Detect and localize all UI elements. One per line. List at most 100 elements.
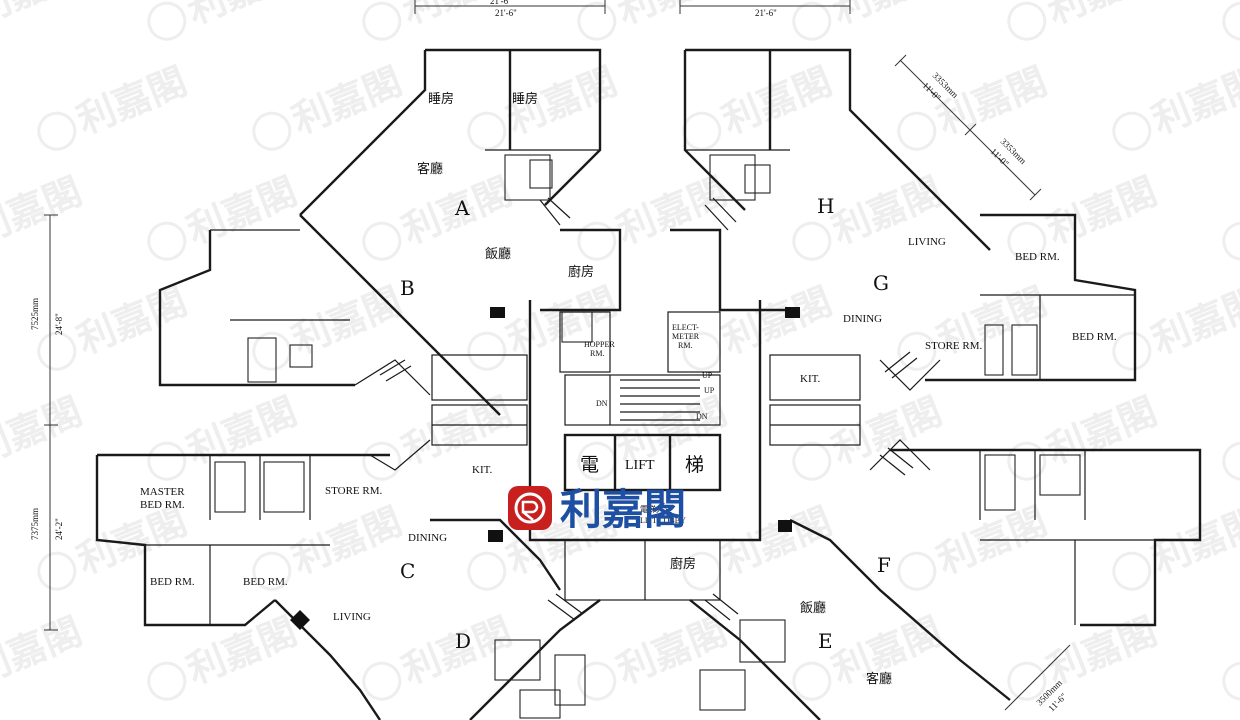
- watermark-tile: 利嘉閣: [577, 0, 733, 41]
- unit-g-kit: KIT.: [800, 373, 821, 385]
- watermark-tile: 利嘉閣: [1007, 608, 1163, 701]
- watermark-tile: 利嘉閣: [792, 608, 948, 701]
- watermark-tile: 利嘉閣: [1112, 278, 1240, 371]
- watermark-mark-icon: [1007, 221, 1047, 261]
- unit-c-kit: KIT.: [472, 464, 493, 476]
- unit-c-bed2: BED RM.: [243, 576, 288, 588]
- unit-a-kitchen: 廚房: [568, 264, 594, 280]
- unit-d-letter: D: [455, 629, 471, 653]
- watermark-mark-icon: [147, 1, 187, 41]
- central-core: [431, 300, 861, 601]
- watermark-tile: 利嘉閣: [1112, 58, 1240, 151]
- unit-f-walls: [869, 439, 1202, 627]
- lift-right-label: 梯: [685, 454, 704, 476]
- watermark-text: 利嘉閣: [610, 0, 733, 33]
- watermark-mark-icon: [1112, 551, 1152, 591]
- brand-logo: 利嘉閣: [508, 485, 686, 534]
- unit-c-master-bed: BED RM.: [140, 499, 185, 511]
- unit-c-bed1: BED RM.: [150, 576, 195, 588]
- watermark-text: 利嘉閣: [1040, 0, 1163, 33]
- unit-g-living: LIVING: [908, 236, 946, 248]
- watermark-mark-icon: [577, 441, 617, 481]
- unit-e-dining: 飯廳: [800, 600, 826, 616]
- watermark-text: 利嘉閣: [715, 58, 838, 142]
- watermark-tile: 利嘉閣: [577, 168, 733, 261]
- hopper-room-label-2: RM.: [590, 349, 604, 358]
- dimension-lines: [44, 0, 1071, 711]
- stair-up-2: UP: [704, 386, 715, 395]
- unit-b-letter: B: [400, 276, 415, 300]
- watermark-text: 利嘉閣: [1145, 58, 1240, 142]
- unit-a-dining: 飯廳: [485, 246, 511, 262]
- watermark-mark-icon: [1112, 111, 1152, 151]
- watermark-tile: 利嘉閣: [1222, 661, 1240, 701]
- unit-e-living: 客廳: [866, 671, 892, 687]
- elect-room-label-2: METER: [672, 332, 700, 341]
- unit-c-walls: [95, 439, 431, 720]
- watermark-mark-icon: [897, 551, 937, 591]
- watermark-tile: 利嘉閣: [147, 608, 303, 701]
- watermark-mark-icon: [577, 221, 617, 261]
- watermark-mark-icon: [37, 551, 77, 591]
- watermark-tile: 利嘉閣: [792, 0, 948, 41]
- unit-h-walls: [670, 48, 991, 318]
- watermark-mark-icon: [897, 111, 937, 151]
- unit-a-walls: [299, 48, 622, 416]
- unit-e-walls: [689, 518, 1011, 720]
- dim-left-upper-mm: 7525mm: [30, 298, 40, 330]
- watermark-mark-icon: [792, 661, 832, 701]
- dim-left-upper-ft: 24'-8": [54, 313, 64, 335]
- watermark-tile: 利嘉閣: [1222, 1, 1240, 41]
- unit-g-bed2: BED RM.: [1072, 331, 1117, 343]
- watermark-mark-icon: [467, 111, 507, 151]
- dim-left-lower-ft: 24'-2": [54, 518, 64, 540]
- elect-room-label: ELECT-: [672, 323, 699, 332]
- stair-dn-1: DN: [596, 399, 608, 408]
- unit-d-kitchen: 廚房: [670, 556, 696, 572]
- watermark-tile: 利嘉閣: [0, 388, 88, 472]
- watermark-mark-icon: [1222, 441, 1240, 481]
- watermark-text: 利嘉閣: [0, 388, 88, 472]
- watermark-tile: 利嘉閣: [1007, 0, 1163, 41]
- watermark-mark-icon: [792, 221, 832, 261]
- lift-mid-label: LIFT: [625, 458, 655, 473]
- watermark-mark-icon: [792, 1, 832, 41]
- watermark-mark-icon: [362, 661, 402, 701]
- unit-e-letter: E: [818, 629, 833, 653]
- watermark-tile: 利嘉閣: [147, 388, 303, 481]
- dim-top-right-ft: 21'-6": [755, 8, 777, 18]
- hopper-room-label: HOPPER: [584, 340, 615, 349]
- watermark-text: 利嘉閣: [0, 0, 88, 33]
- unit-c-dining: DINING: [408, 532, 447, 544]
- watermark-tile: 利嘉閣: [362, 0, 518, 41]
- watermark-tile: 利嘉閣: [467, 278, 623, 371]
- watermark-text: 利嘉閣: [180, 608, 303, 692]
- watermark-mark-icon: [1007, 441, 1047, 481]
- watermark-tile: 利嘉閣: [362, 608, 518, 701]
- unit-a-letter: A: [454, 196, 470, 220]
- watermark-tile: 利嘉閣: [1112, 498, 1240, 591]
- watermark-text: 利嘉閣: [825, 0, 948, 33]
- watermark-tile: 利嘉閣: [897, 278, 1053, 371]
- watermark-text: 利嘉閣: [70, 58, 193, 142]
- watermark-tile: 利嘉閣: [0, 168, 88, 252]
- watermark-mark-icon: [1222, 661, 1240, 701]
- stair-up-1: UP: [702, 371, 713, 380]
- unit-c-living: LIVING: [333, 611, 371, 623]
- watermark-mark-icon: [252, 551, 292, 591]
- watermark-tile: 利嘉閣: [1222, 441, 1240, 481]
- watermark-tile: 利嘉閣: [37, 58, 193, 151]
- watermark-mark-icon: [147, 661, 187, 701]
- lift-lobby-label: 電梯大堂: [640, 504, 672, 514]
- unit-a-bed1: 睡房: [428, 91, 454, 107]
- unit-f-letter: F: [877, 553, 891, 577]
- lift-lobby-label-en: LIFT LOBBY: [640, 516, 686, 525]
- watermark-text: 利嘉閣: [930, 58, 1053, 142]
- watermark-text: 利嘉閣: [715, 278, 838, 362]
- unit-c-store: STORE RM.: [325, 485, 383, 497]
- watermark-mark-icon: [362, 221, 402, 261]
- unit-a-living: 客廳: [417, 161, 443, 177]
- watermark-text: 利嘉閣: [0, 608, 88, 692]
